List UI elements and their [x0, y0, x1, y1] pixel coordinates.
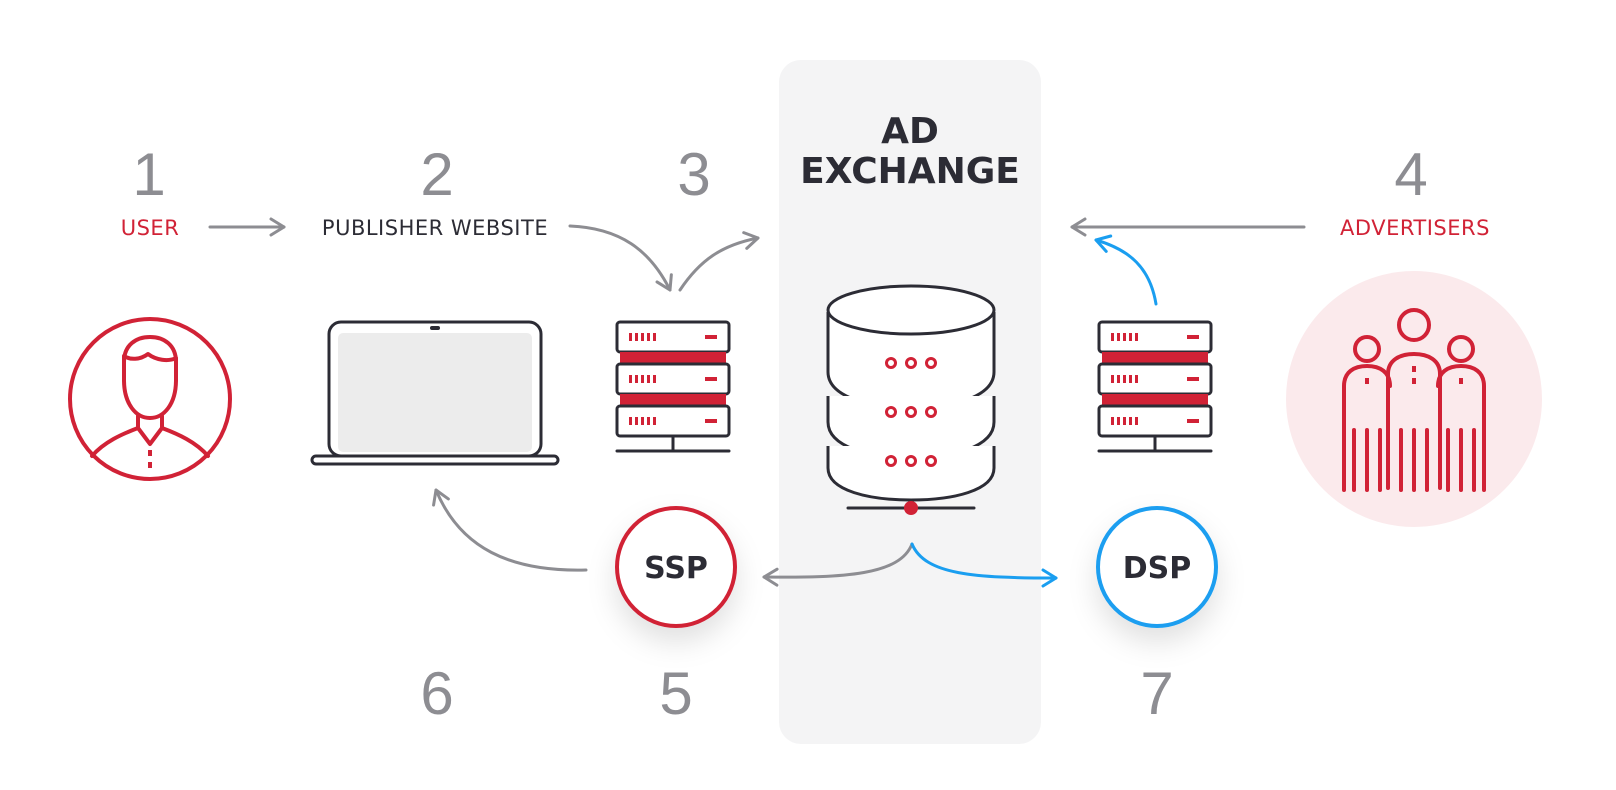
step-number-3: 3 — [677, 141, 710, 208]
step-number-4: 4 — [1394, 141, 1427, 208]
database-icon — [826, 284, 996, 515]
server-rack-icon — [615, 320, 731, 453]
ad-exchange-title-line2: EXCHANGE — [800, 151, 1020, 192]
step-number-1: 1 — [132, 141, 165, 208]
ssp-badge: SSP — [615, 506, 737, 628]
publisher-website-label: PUBLISHER WEBSITE — [322, 216, 548, 240]
user-avatar-icon — [68, 317, 232, 481]
arrow-publisher-to-ssp-server — [568, 224, 673, 292]
step-number-5: 5 — [659, 660, 692, 727]
dsp-label: DSP — [1123, 551, 1192, 586]
step-number-6: 6 — [420, 660, 453, 727]
laptop-icon — [310, 320, 560, 466]
dsp-badge: DSP — [1096, 506, 1218, 628]
arrow-exchange-to-ssp — [762, 542, 914, 587]
people-group-icon — [1286, 271, 1542, 527]
arrow-ssp-to-publisher — [432, 488, 588, 572]
arrow-ssp-server-to-exchange — [678, 231, 760, 292]
arrow-dsp-server-to-exchange — [1094, 234, 1158, 306]
ad-exchange-title-line1: AD — [881, 111, 939, 152]
server-rack-icon — [1097, 320, 1213, 453]
advertisers-label: ADVERTISERS — [1340, 216, 1490, 240]
ssp-label: SSP — [644, 551, 708, 586]
step-number-7: 7 — [1140, 660, 1173, 727]
arrow-exchange-to-dsp — [910, 542, 1058, 588]
step-number-2: 2 — [420, 141, 453, 208]
user-label: USER — [121, 216, 180, 240]
